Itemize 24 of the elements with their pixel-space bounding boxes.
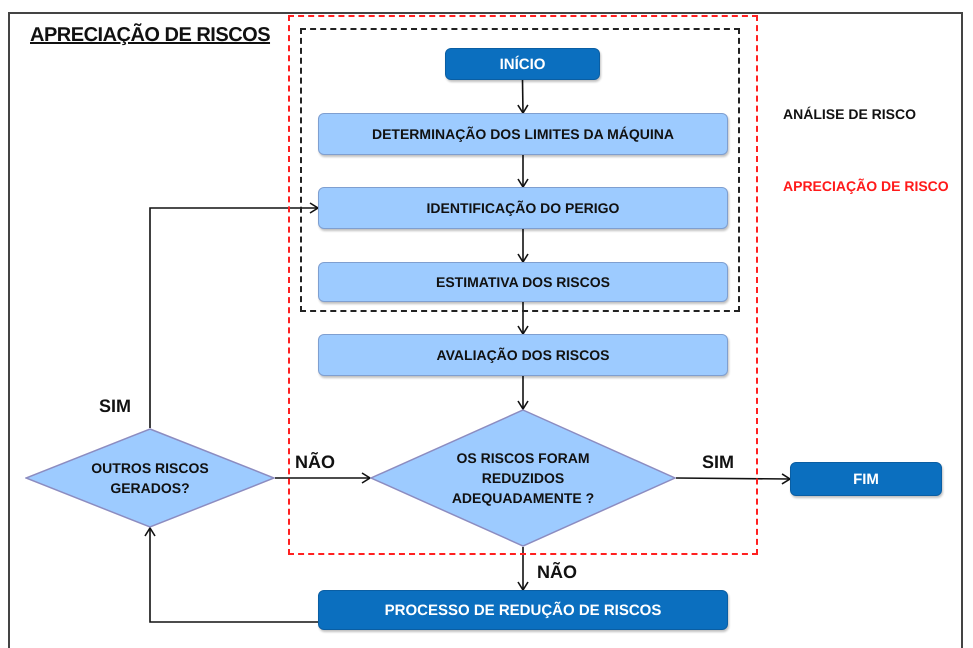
terminal-box: INÍCIO [445,48,600,80]
terminal-box: PROCESSO DE REDUÇÃO DE RISCOS [318,590,728,630]
arrow [517,229,529,263]
region-label: APRECIAÇÃO DE RISCO [783,178,949,194]
arrow [144,527,318,623]
region-label: ANÁLISE DE RISCO [783,106,916,122]
dashed-region [300,28,740,312]
process-box: DETERMINAÇÃO DOS LIMITES DA MÁQUINA [318,113,728,155]
terminal-box: FIM [790,462,942,496]
decision-diamond: OUTROS RISCOS GERADOS? [25,428,275,528]
arrow [517,302,529,335]
process-box: IDENTIFICAÇÃO DO PERIGO [318,187,728,229]
arrow [517,547,529,591]
dashed-region [288,15,758,555]
arrow [517,155,529,188]
arrow [676,473,791,485]
arrow [517,376,529,410]
arrow [275,472,371,484]
process-box: AVALIAÇÃO DOS RISCOS [318,334,728,376]
diagram-title: APRECIAÇÃO DE RISCOS [30,24,270,47]
process-box: ESTIMATIVA DOS RISCOS [318,262,728,302]
arrow [517,80,529,114]
decision-diamond: OS RISCOS FORAM REDUZIDOS ADEQUADAMENTE ? [370,409,676,547]
arrow [149,202,319,428]
